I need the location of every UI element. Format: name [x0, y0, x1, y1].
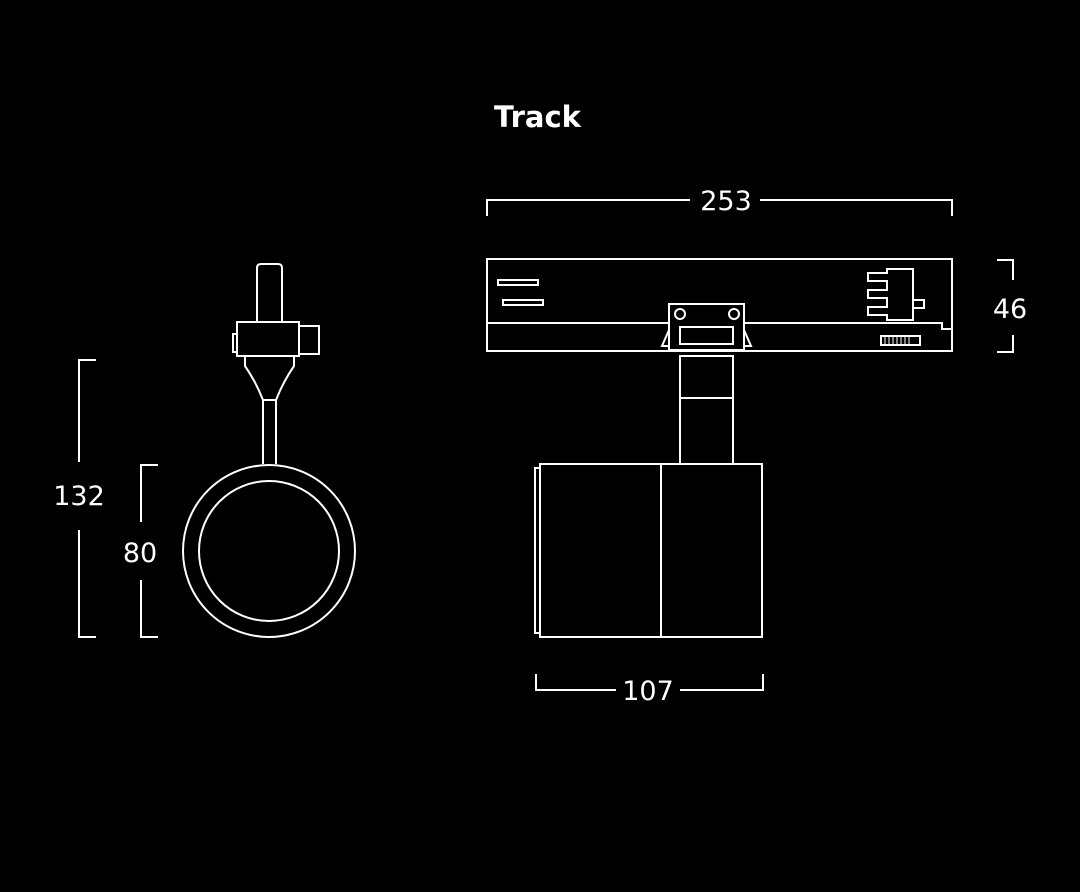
dimension-track-height: 46 [993, 259, 1027, 353]
dimension-body-width: 107 [535, 674, 764, 707]
front-view-body-outer [182, 464, 356, 638]
track-slot-2 [502, 299, 544, 306]
side-view-adapter-screw-left [674, 308, 686, 320]
track-switch [880, 335, 921, 346]
track-connector [867, 268, 914, 321]
side-view-body [539, 463, 763, 638]
dimension-overall-height: 132 [53, 359, 105, 638]
dimension-track-length-label: 253 [700, 186, 752, 217]
dimension-body-width-label: 107 [622, 676, 674, 707]
dimension-track-height-label: 46 [993, 294, 1027, 325]
track-profile [486, 258, 953, 352]
front-view-pin [256, 263, 283, 322]
dimension-body-diameter-label: 80 [123, 538, 157, 569]
side-view-stem [679, 355, 734, 465]
front-view-body-inner [198, 480, 340, 622]
side-view [486, 258, 953, 638]
dimension-body-diameter: 80 [123, 464, 158, 638]
track-connector-tab [912, 299, 925, 309]
front-view-adapter-side [298, 325, 320, 355]
front-view-adapter-tab [232, 333, 238, 353]
drawing-title: Track [494, 100, 582, 134]
dimension-overall-height-label: 132 [53, 481, 105, 512]
side-view-adapter [668, 303, 745, 351]
track-slot-1 [497, 279, 539, 286]
front-view [182, 263, 356, 638]
front-view-neck [244, 356, 295, 464]
side-view-adapter-window [679, 326, 734, 345]
front-view-adapter [236, 321, 300, 357]
dimension-track-length: 253 [486, 186, 953, 217]
side-view-adapter-screw-right [728, 308, 740, 320]
